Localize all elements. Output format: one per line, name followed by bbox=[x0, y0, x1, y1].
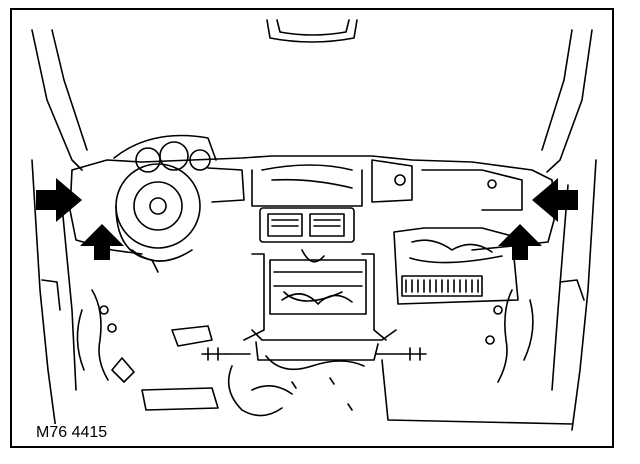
figure-reference-code: M76 4415 bbox=[34, 424, 110, 442]
centre-console bbox=[243, 249, 397, 361]
dashboard-line-drawing bbox=[31, 19, 597, 431]
right-door-pillar bbox=[485, 159, 597, 431]
instrument-cluster bbox=[113, 134, 217, 173]
right-fixing-arrow-horizontal bbox=[532, 178, 578, 222]
left-fixing-arrow-vertical bbox=[80, 224, 124, 260]
diagram-frame: M76 4415 bbox=[10, 8, 614, 448]
left-fixing-arrow-horizontal bbox=[36, 178, 82, 222]
control-unit bbox=[393, 227, 519, 305]
steering-wheel bbox=[115, 163, 201, 273]
callout-arrows bbox=[36, 178, 578, 260]
windscreen-frame bbox=[31, 19, 593, 173]
floor-area bbox=[111, 325, 573, 425]
right-fixing-arrow-vertical bbox=[498, 224, 542, 260]
left-door-pillar bbox=[31, 159, 117, 431]
console-fixing-bolts bbox=[201, 347, 427, 371]
centre-vents bbox=[259, 207, 355, 243]
